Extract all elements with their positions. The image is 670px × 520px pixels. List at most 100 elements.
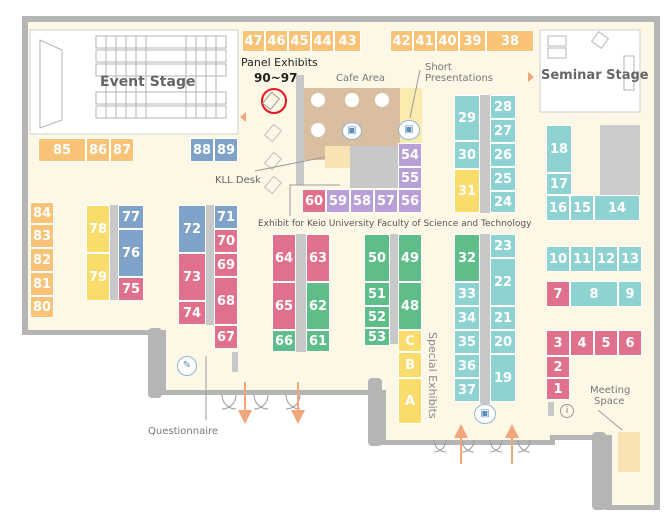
booth-78[interactable]: 78 — [86, 205, 110, 253]
booth-83[interactable]: 83 — [30, 224, 54, 248]
booth-28[interactable]: 28 — [490, 95, 516, 119]
booth-69[interactable]: 69 — [214, 253, 238, 277]
booth-3[interactable]: 3 — [546, 330, 570, 356]
booth-33[interactable]: 33 — [454, 282, 480, 306]
booth-11[interactable]: 11 — [570, 246, 594, 272]
booth-51[interactable]: 51 — [364, 282, 390, 306]
booth-6[interactable]: 6 — [618, 330, 642, 356]
booth-63[interactable]: 63 — [306, 234, 330, 282]
booth-B[interactable]: B — [398, 352, 422, 378]
booth-24[interactable]: 24 — [490, 191, 516, 213]
booth-85[interactable]: 85 — [38, 138, 86, 162]
booth-25[interactable]: 25 — [490, 167, 516, 191]
cafe-counter — [350, 146, 398, 188]
booth-84[interactable]: 84 — [30, 202, 54, 224]
booth-21[interactable]: 21 — [490, 306, 516, 330]
booth-44[interactable]: 44 — [311, 30, 334, 52]
booth-75[interactable]: 75 — [118, 277, 144, 301]
booth-29[interactable]: 29 — [454, 95, 480, 141]
booth-50[interactable]: 50 — [364, 234, 390, 282]
booth-43[interactable]: 43 — [334, 30, 361, 52]
booth-41[interactable]: 41 — [413, 30, 436, 52]
panel-rack — [296, 75, 304, 185]
booth-23[interactable]: 23 — [490, 234, 516, 258]
booth-39[interactable]: 39 — [459, 30, 486, 52]
booth-48[interactable]: 48 — [398, 282, 422, 330]
booth-61[interactable]: 61 — [306, 330, 330, 352]
leader-lines — [205, 69, 421, 420]
booth-59[interactable]: 59 — [326, 189, 350, 213]
booth-A[interactable]: A — [398, 378, 422, 424]
booth-68[interactable]: 68 — [214, 277, 238, 325]
booth-30[interactable]: 30 — [454, 141, 480, 169]
booth-7[interactable]: 7 — [546, 281, 570, 307]
booth-45[interactable]: 45 — [288, 30, 311, 52]
booth-73[interactable]: 73 — [178, 253, 206, 301]
booth-10[interactable]: 10 — [546, 246, 570, 272]
booth-9[interactable]: 9 — [618, 281, 642, 307]
booth-64[interactable]: 64 — [272, 234, 296, 282]
booth-81[interactable]: 81 — [30, 272, 54, 296]
booth-14[interactable]: 14 — [594, 195, 640, 221]
booth-87[interactable]: 87 — [110, 138, 134, 162]
booth-13[interactable]: 13 — [618, 246, 642, 272]
booth-47[interactable]: 47 — [242, 30, 265, 52]
booth-49[interactable]: 49 — [398, 234, 422, 282]
questionnaire-label: Questionnaire — [148, 426, 219, 437]
booth-79[interactable]: 79 — [86, 253, 110, 301]
booth-74[interactable]: 74 — [178, 301, 206, 325]
booth-71[interactable]: 71 — [214, 205, 238, 229]
booth-40[interactable]: 40 — [436, 30, 459, 52]
special-exhibits-label: Special Exhibits — [426, 332, 439, 419]
booth-4[interactable]: 4 — [570, 330, 594, 356]
booth-53[interactable]: 53 — [364, 328, 390, 346]
booth-72[interactable]: 72 — [178, 205, 206, 253]
booth-17[interactable]: 17 — [546, 173, 572, 195]
booth-42[interactable]: 42 — [390, 30, 413, 52]
booth-57[interactable]: 57 — [374, 189, 398, 213]
booth-35[interactable]: 35 — [454, 330, 480, 354]
booth-12[interactable]: 12 — [594, 246, 618, 272]
booth-19[interactable]: 19 — [490, 354, 516, 402]
booth-5[interactable]: 5 — [594, 330, 618, 356]
pillar — [592, 432, 606, 510]
booth-C[interactable]: C — [398, 330, 422, 352]
booth-80[interactable]: 80 — [30, 296, 54, 318]
booth-60[interactable]: 60 — [302, 189, 326, 213]
booth-88[interactable]: 88 — [190, 138, 214, 162]
booth-58[interactable]: 58 — [350, 189, 374, 213]
info-icon: i — [560, 404, 574, 418]
booth-66[interactable]: 66 — [272, 330, 296, 352]
booth-82[interactable]: 82 — [30, 248, 54, 272]
booth-52[interactable]: 52 — [364, 306, 390, 328]
booth-20[interactable]: 20 — [490, 330, 516, 354]
booth-15[interactable]: 15 — [570, 195, 594, 221]
booth-67[interactable]: 67 — [214, 325, 238, 349]
booth-55[interactable]: 55 — [398, 167, 422, 189]
booth-1[interactable]: 1 — [546, 378, 570, 400]
booth-77[interactable]: 77 — [118, 205, 144, 229]
booth-54[interactable]: 54 — [398, 143, 422, 167]
booth-8[interactable]: 8 — [570, 281, 618, 307]
booth-37[interactable]: 37 — [454, 378, 480, 402]
booth-86[interactable]: 86 — [86, 138, 110, 162]
booth-65[interactable]: 65 — [272, 282, 296, 330]
booth-2[interactable]: 2 — [546, 356, 570, 378]
booth-38[interactable]: 38 — [486, 30, 534, 52]
booth-18[interactable]: 18 — [546, 125, 572, 173]
booth-34[interactable]: 34 — [454, 306, 480, 330]
booth-46[interactable]: 46 — [265, 30, 288, 52]
booth-70[interactable]: 70 — [214, 229, 238, 253]
booth-56[interactable]: 56 — [398, 189, 422, 213]
booth-76[interactable]: 76 — [118, 229, 144, 277]
booth-89[interactable]: 89 — [214, 138, 238, 162]
booth-16[interactable]: 16 — [546, 195, 570, 221]
booth-26[interactable]: 26 — [490, 143, 516, 167]
booth-62[interactable]: 62 — [306, 282, 330, 330]
booth-31[interactable]: 31 — [454, 169, 480, 213]
booth-32[interactable]: 32 — [454, 234, 480, 282]
booth-36[interactable]: 36 — [454, 354, 480, 378]
booth-22[interactable]: 22 — [490, 258, 516, 306]
booth-27[interactable]: 27 — [490, 119, 516, 143]
event-stage-seating — [39, 35, 227, 129]
